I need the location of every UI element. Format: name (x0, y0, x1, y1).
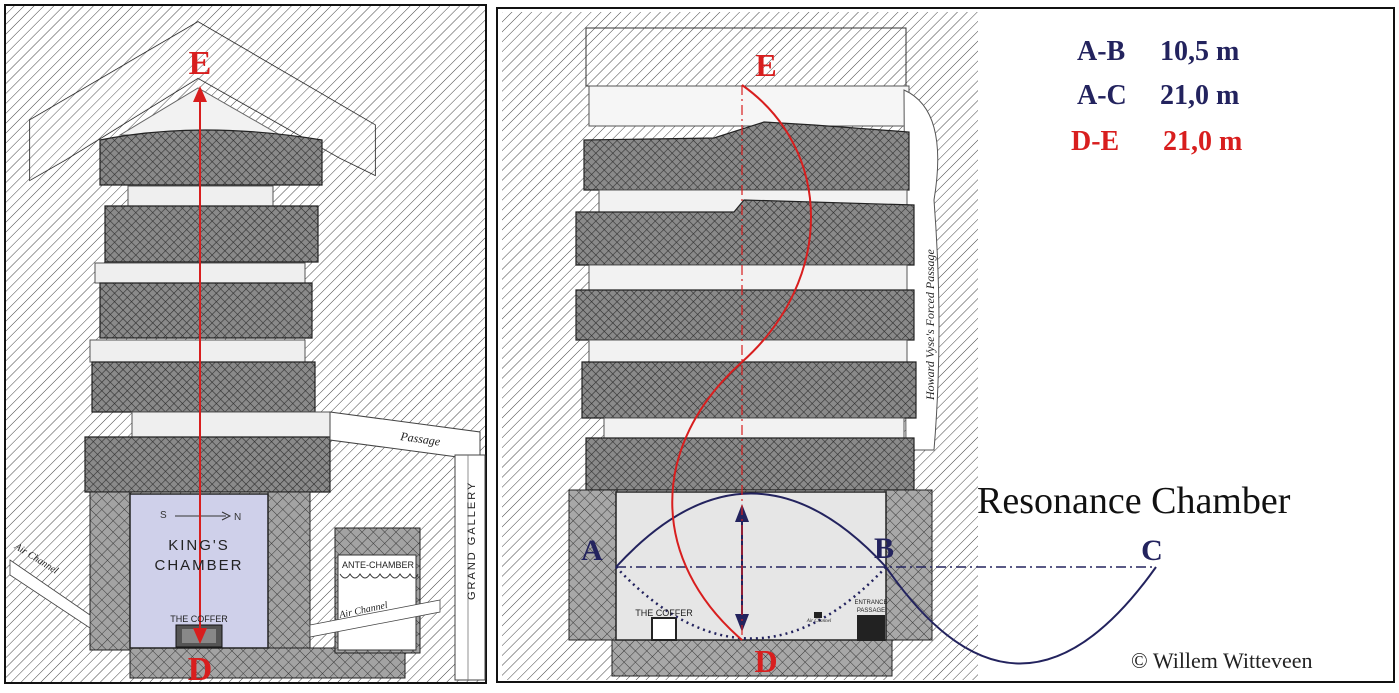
air-channel-mark (814, 612, 822, 618)
point-label-a: A (581, 534, 603, 567)
point-label-c: C (1141, 534, 1163, 567)
compass-n-label: N (234, 512, 241, 523)
granite-layer-r2 (575, 199, 915, 266)
arc-lower-dotted (615, 566, 887, 640)
granite-layer-5 (84, 436, 331, 493)
point-label-e-right: E (755, 47, 776, 83)
measure-ac-value: 21,0 m (1160, 80, 1239, 111)
coffer-label: THE COFFER (170, 614, 228, 624)
left-panel-frame (4, 4, 487, 684)
measure-de-value: 21,0 m (1163, 126, 1242, 157)
point-label-b: B (874, 532, 894, 565)
compass-s-label: S (160, 510, 167, 521)
entrance-passage (857, 615, 885, 641)
point-label-d: D (188, 651, 213, 688)
void-3 (89, 339, 306, 363)
granite-layer-r4 (581, 361, 917, 419)
chamber-label-line2: CHAMBER (154, 557, 243, 574)
grand-gallery (454, 454, 486, 681)
void-top (588, 85, 910, 127)
entrance-label-2: PASSAGE (857, 608, 885, 614)
chamber-wall-north (267, 491, 311, 651)
chamber-floor-right (611, 639, 893, 677)
entrance-label-1: ENTRANCE (854, 600, 887, 606)
forced-passage-label: Howard Vyse's Forced Passage (923, 248, 937, 401)
granite-layer-4 (91, 361, 316, 413)
right-diagram-panel: E D A B C THE COFFER ENTRANCE PASSAGE Ai… (494, 0, 1399, 688)
void-r4 (603, 417, 905, 439)
air-channel-left (9, 559, 91, 629)
passage-label: Passage (399, 429, 442, 449)
granite-layer-1 (99, 129, 323, 186)
granite-layer-2 (104, 205, 319, 263)
chamber-wall-right (885, 489, 933, 641)
measure-de-label: D-E (1071, 126, 1119, 157)
red-wave (671, 84, 812, 641)
top-block (585, 27, 907, 87)
resonance-chamber-title: Resonance Chamber (977, 480, 1291, 522)
forced-passage (903, 89, 940, 451)
granite-layer-r5 (585, 437, 915, 491)
left-diagram-svg: E D S N KING'S CHAMBER THE COFFER ANTE-C… (4, 4, 487, 688)
air-channel-right (309, 599, 441, 638)
point-label-e: E (189, 45, 212, 82)
measure-ab-label: A-B (1077, 36, 1125, 67)
arc-upper (615, 492, 887, 568)
copyright-text: © Willem Witteveen (1131, 648, 1313, 673)
arc-b-c (885, 566, 1157, 665)
void-r2 (588, 264, 908, 291)
granite-layer-r3 (575, 289, 915, 341)
void-r3 (588, 339, 908, 363)
chamber-label-line1: KING'S (168, 537, 230, 554)
red-arrow-up (193, 86, 207, 102)
void-4 (131, 411, 333, 438)
point-label-d-right: D (754, 643, 777, 679)
measure-ac-label: A-C (1077, 80, 1127, 111)
red-arrow-down (193, 628, 207, 644)
coffer-label-right: THE COFFER (635, 608, 693, 618)
chamber-wall-left (568, 489, 618, 641)
granite-layer-3 (99, 282, 313, 339)
grand-gallery-label: GRAND GALLERY (466, 481, 478, 600)
ante-chamber (337, 554, 417, 651)
right-diagram-svg: E D A B C THE COFFER ENTRANCE PASSAGE Ai… (496, 7, 1395, 683)
left-diagram-panel: E D S N KING'S CHAMBER THE COFFER ANTE-C… (0, 0, 491, 688)
coffer-right (651, 617, 677, 641)
chamber-wall-south (89, 491, 131, 651)
measurement-list: A-B 10,5 m A-C 21,0 m D-E 21,0 m (1071, 36, 1242, 157)
ante-chamber-label: ANTE-CHAMBER (342, 560, 415, 570)
air-channel-label-right: Air Channel (806, 619, 832, 624)
resonance-chamber (615, 491, 887, 641)
portcullis (339, 573, 419, 579)
measure-ab-value: 10,5 m (1160, 36, 1239, 67)
